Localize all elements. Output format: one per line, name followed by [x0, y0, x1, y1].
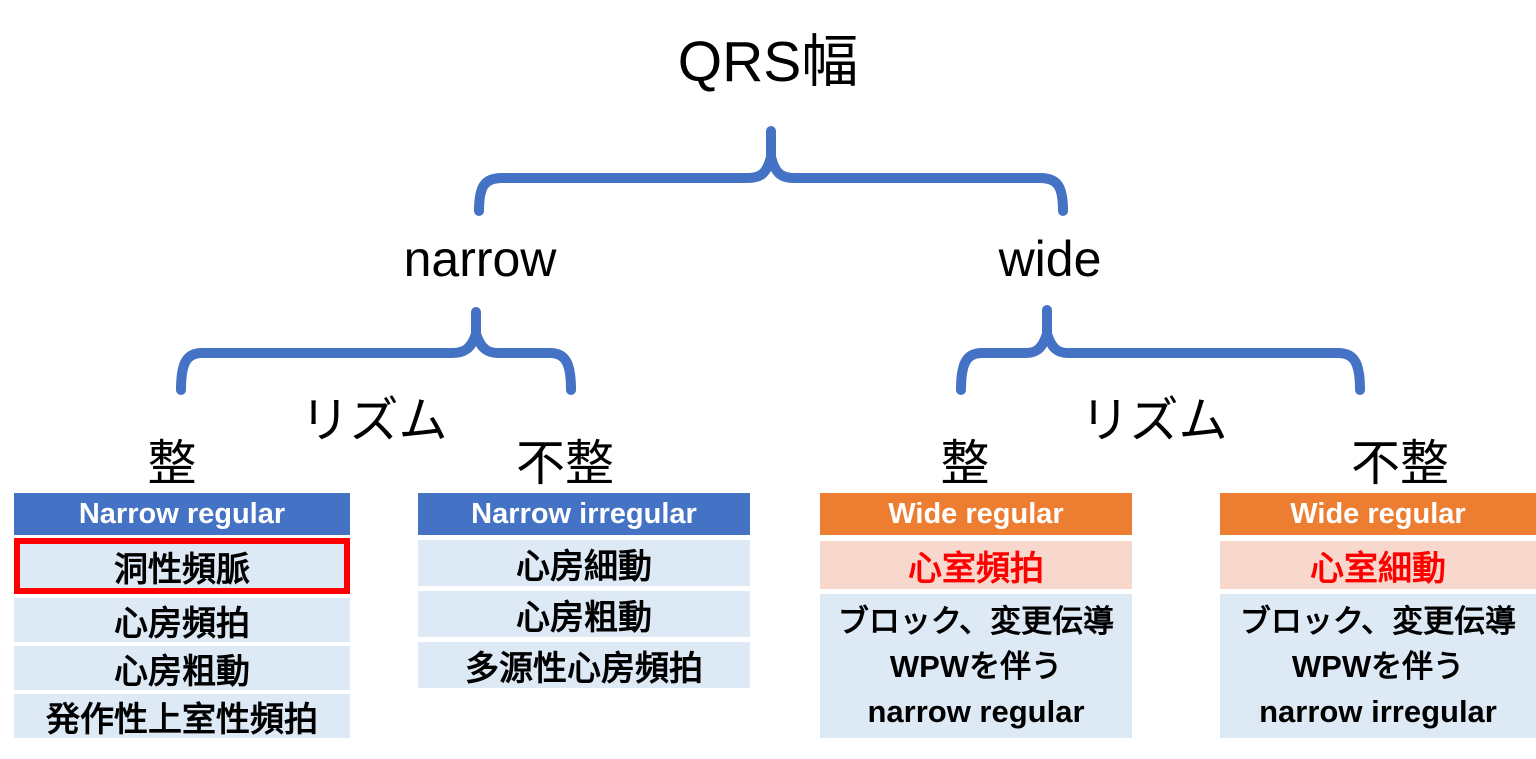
table-row-multiline: ブロック、変更伝導 WPWを伴う narrow irregular [1220, 594, 1536, 738]
rhythm-label-narrow: リズム [300, 394, 448, 448]
page-title: QRS幅 [677, 30, 859, 94]
table-row: 心房細動 [418, 540, 750, 586]
table-narrow-regular: Narrow regular 洞性頻脈 心房頻拍 心房粗動 発作性上室性頻拍 [14, 493, 350, 739]
table-row: 発作性上室性頻拍 [14, 694, 350, 739]
table-row-danger: 心室細動 [1220, 541, 1536, 589]
table-row: 心房粗動 [14, 646, 350, 691]
table-header: Narrow irregular [418, 493, 750, 535]
table-wide-irregular: Wide regular 心室細動 ブロック、変更伝導 WPWを伴う narro… [1220, 493, 1536, 738]
table-row-highlighted: 洞性頻脈 [14, 538, 350, 594]
table-row: 心房粗動 [418, 591, 750, 637]
table-narrow-irregular: Narrow irregular 心房細動 心房粗動 多源性心房頻拍 [418, 493, 750, 688]
regular-label-wide: 整 [940, 437, 990, 491]
rhythm-label-wide: リズム [1080, 394, 1228, 448]
table-header: Narrow regular [14, 493, 350, 535]
regular-label-narrow: 整 [147, 437, 197, 491]
branch-label-wide: wide [998, 231, 1102, 287]
table-wide-regular: Wide regular 心室頻拍 ブロック、変更伝導 WPWを伴う narro… [820, 493, 1132, 738]
brace-main [474, 152, 1068, 216]
irregular-label-wide: 不整 [1350, 437, 1449, 491]
table-row-danger: 心室頻拍 [820, 541, 1132, 589]
brace-wide [956, 329, 1365, 395]
table-row: 心房頻拍 [14, 598, 350, 643]
table-row: 多源性心房頻拍 [418, 642, 750, 688]
branch-label-narrow: narrow [403, 231, 557, 287]
brace-narrow [176, 329, 576, 395]
table-header: Wide regular [820, 493, 1132, 535]
irregular-label-narrow: 不整 [515, 437, 614, 491]
table-row-multiline: ブロック、変更伝導 WPWを伴う narrow regular [820, 594, 1132, 738]
table-header: Wide regular [1220, 493, 1536, 535]
